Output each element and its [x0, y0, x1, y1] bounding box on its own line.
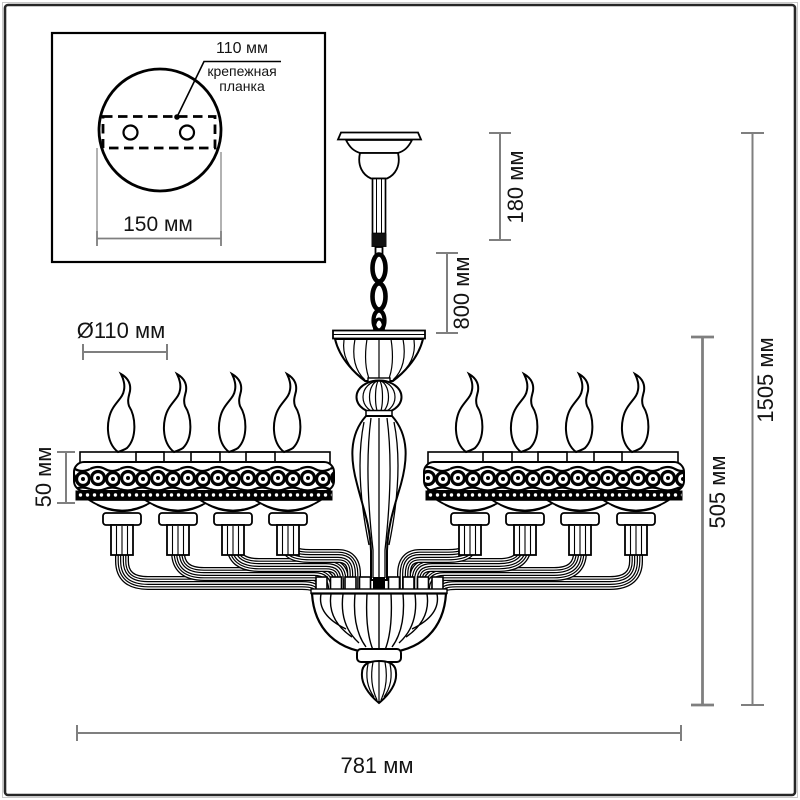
shade-diameter-label: Ø110 мм: [76, 318, 166, 343]
dimension-canopy-180: [489, 132, 511, 241]
ornament-band-right: [423, 461, 685, 501]
chain-link: [370, 252, 388, 284]
bobeche: [199, 499, 267, 556]
bobeche: [88, 499, 156, 556]
mounting-plate-inset: [50, 31, 327, 264]
bobeche: [436, 499, 504, 556]
mounting-hole-left: [122, 124, 139, 141]
central-column: [332, 329, 426, 581]
bobeche: [491, 499, 559, 556]
hole-spacing-label: 110 мм: [216, 40, 268, 57]
ornament-band-left: [73, 461, 335, 501]
mounting-plate-label-line1: крепежная: [207, 63, 277, 79]
bowl: [310, 576, 448, 663]
mounting-plate-label: крепежная планка: [172, 64, 312, 94]
dimension-lines: [57, 132, 764, 741]
dimension-body-505: [691, 335, 714, 707]
dimension-total-1505: [741, 132, 764, 706]
chain-length-label: 800 мм: [449, 256, 474, 330]
ceiling-cup-circle: [97, 67, 223, 193]
overall-width-label: 781 мм: [340, 753, 414, 778]
bobeche: [602, 499, 670, 556]
leader-line: [176, 60, 281, 118]
body-height-label: 505 мм: [705, 455, 730, 529]
bobeche: [144, 499, 212, 556]
mounting-plate-label-line2: планка: [219, 78, 265, 94]
canopy: [336, 131, 423, 180]
finial: [360, 659, 398, 705]
total-height-label: 1505 мм: [753, 337, 778, 423]
dimension-chain-800: [436, 252, 458, 334]
inset-dimension-150: [96, 148, 222, 246]
mounting-hole-right: [178, 124, 196, 141]
mounting-plate-dashed: [101, 115, 217, 150]
hanging-rod: [371, 177, 387, 235]
bobeche: [254, 499, 322, 556]
canopy-height-label: 180 мм: [503, 150, 528, 224]
shade-height-label: 50 мм: [31, 446, 56, 508]
bobeche: [546, 499, 614, 556]
chain: [370, 233, 388, 337]
dimension-width-781: [76, 725, 682, 741]
plate-width-label: 150 мм: [123, 213, 193, 236]
dimension-shade-height-50: [57, 451, 75, 504]
chain-link: [370, 281, 388, 312]
dimension-shade-diameter-110: [82, 344, 168, 360]
